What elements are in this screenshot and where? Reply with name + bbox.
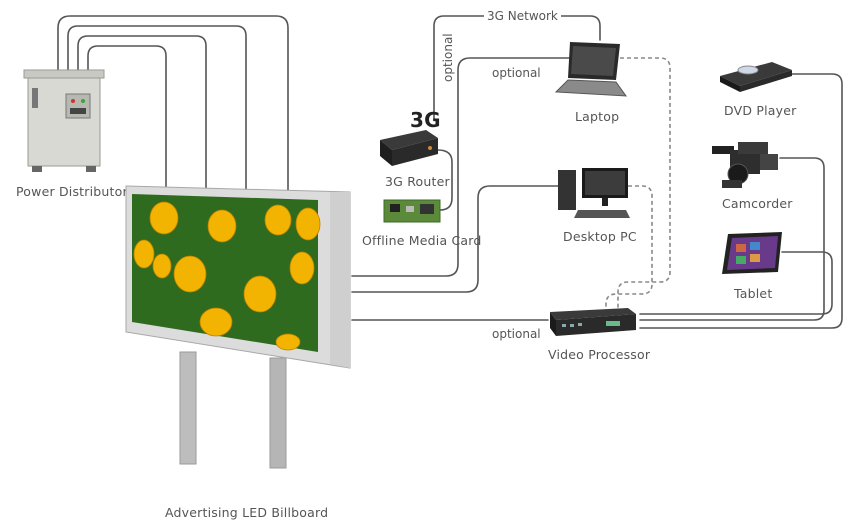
optional-vertical-label: optional: [441, 33, 455, 82]
billboard-icon: [125, 185, 351, 469]
laptop-optional-cable: [351, 57, 591, 277]
router-icon: [380, 130, 438, 166]
desktop-cable: [351, 185, 561, 293]
power-cable-1: [57, 15, 289, 191]
optional-processor-label: optional: [492, 327, 541, 341]
tablet-cable: [639, 251, 833, 315]
camcorder-cable: [639, 157, 825, 321]
desktop-icon: [558, 168, 630, 218]
desktop-processor-dashed: [605, 185, 653, 312]
tablet-label: Tablet: [734, 286, 773, 301]
dvd-player-label: DVD Player: [724, 103, 797, 118]
tablet-icon: [722, 232, 782, 274]
camcorder-icon: [712, 142, 778, 188]
power-cable-4: [87, 45, 167, 191]
power-cable-2: [67, 25, 247, 191]
power-distributor-label: Power Distributor: [16, 184, 128, 199]
dvd-player-icon: [720, 62, 792, 92]
desktop-label: Desktop PC: [563, 229, 637, 244]
laptop-icon: [554, 42, 628, 97]
router-badge: 3G: [410, 108, 441, 132]
optional-laptop-label: optional: [492, 66, 541, 80]
media-card-label: Offline Media Card: [362, 233, 482, 248]
laptop-processor-dashed: [617, 57, 671, 312]
dvd-cable: [639, 73, 843, 329]
power-cable-3: [77, 35, 207, 191]
power-distributor-icon: [23, 69, 105, 172]
laptop-label: Laptop: [575, 109, 620, 124]
network-edge-label: 3G Network: [484, 9, 561, 23]
video-processor-label: Video Processor: [548, 347, 651, 362]
camcorder-label: Camcorder: [722, 196, 793, 211]
billboard-label: Advertising LED Billboard: [165, 505, 329, 520]
router-card-cable: [437, 149, 453, 211]
media-card-icon: [383, 199, 441, 223]
video-processor-icon: [550, 308, 636, 336]
router-label: 3G Router: [385, 174, 450, 189]
